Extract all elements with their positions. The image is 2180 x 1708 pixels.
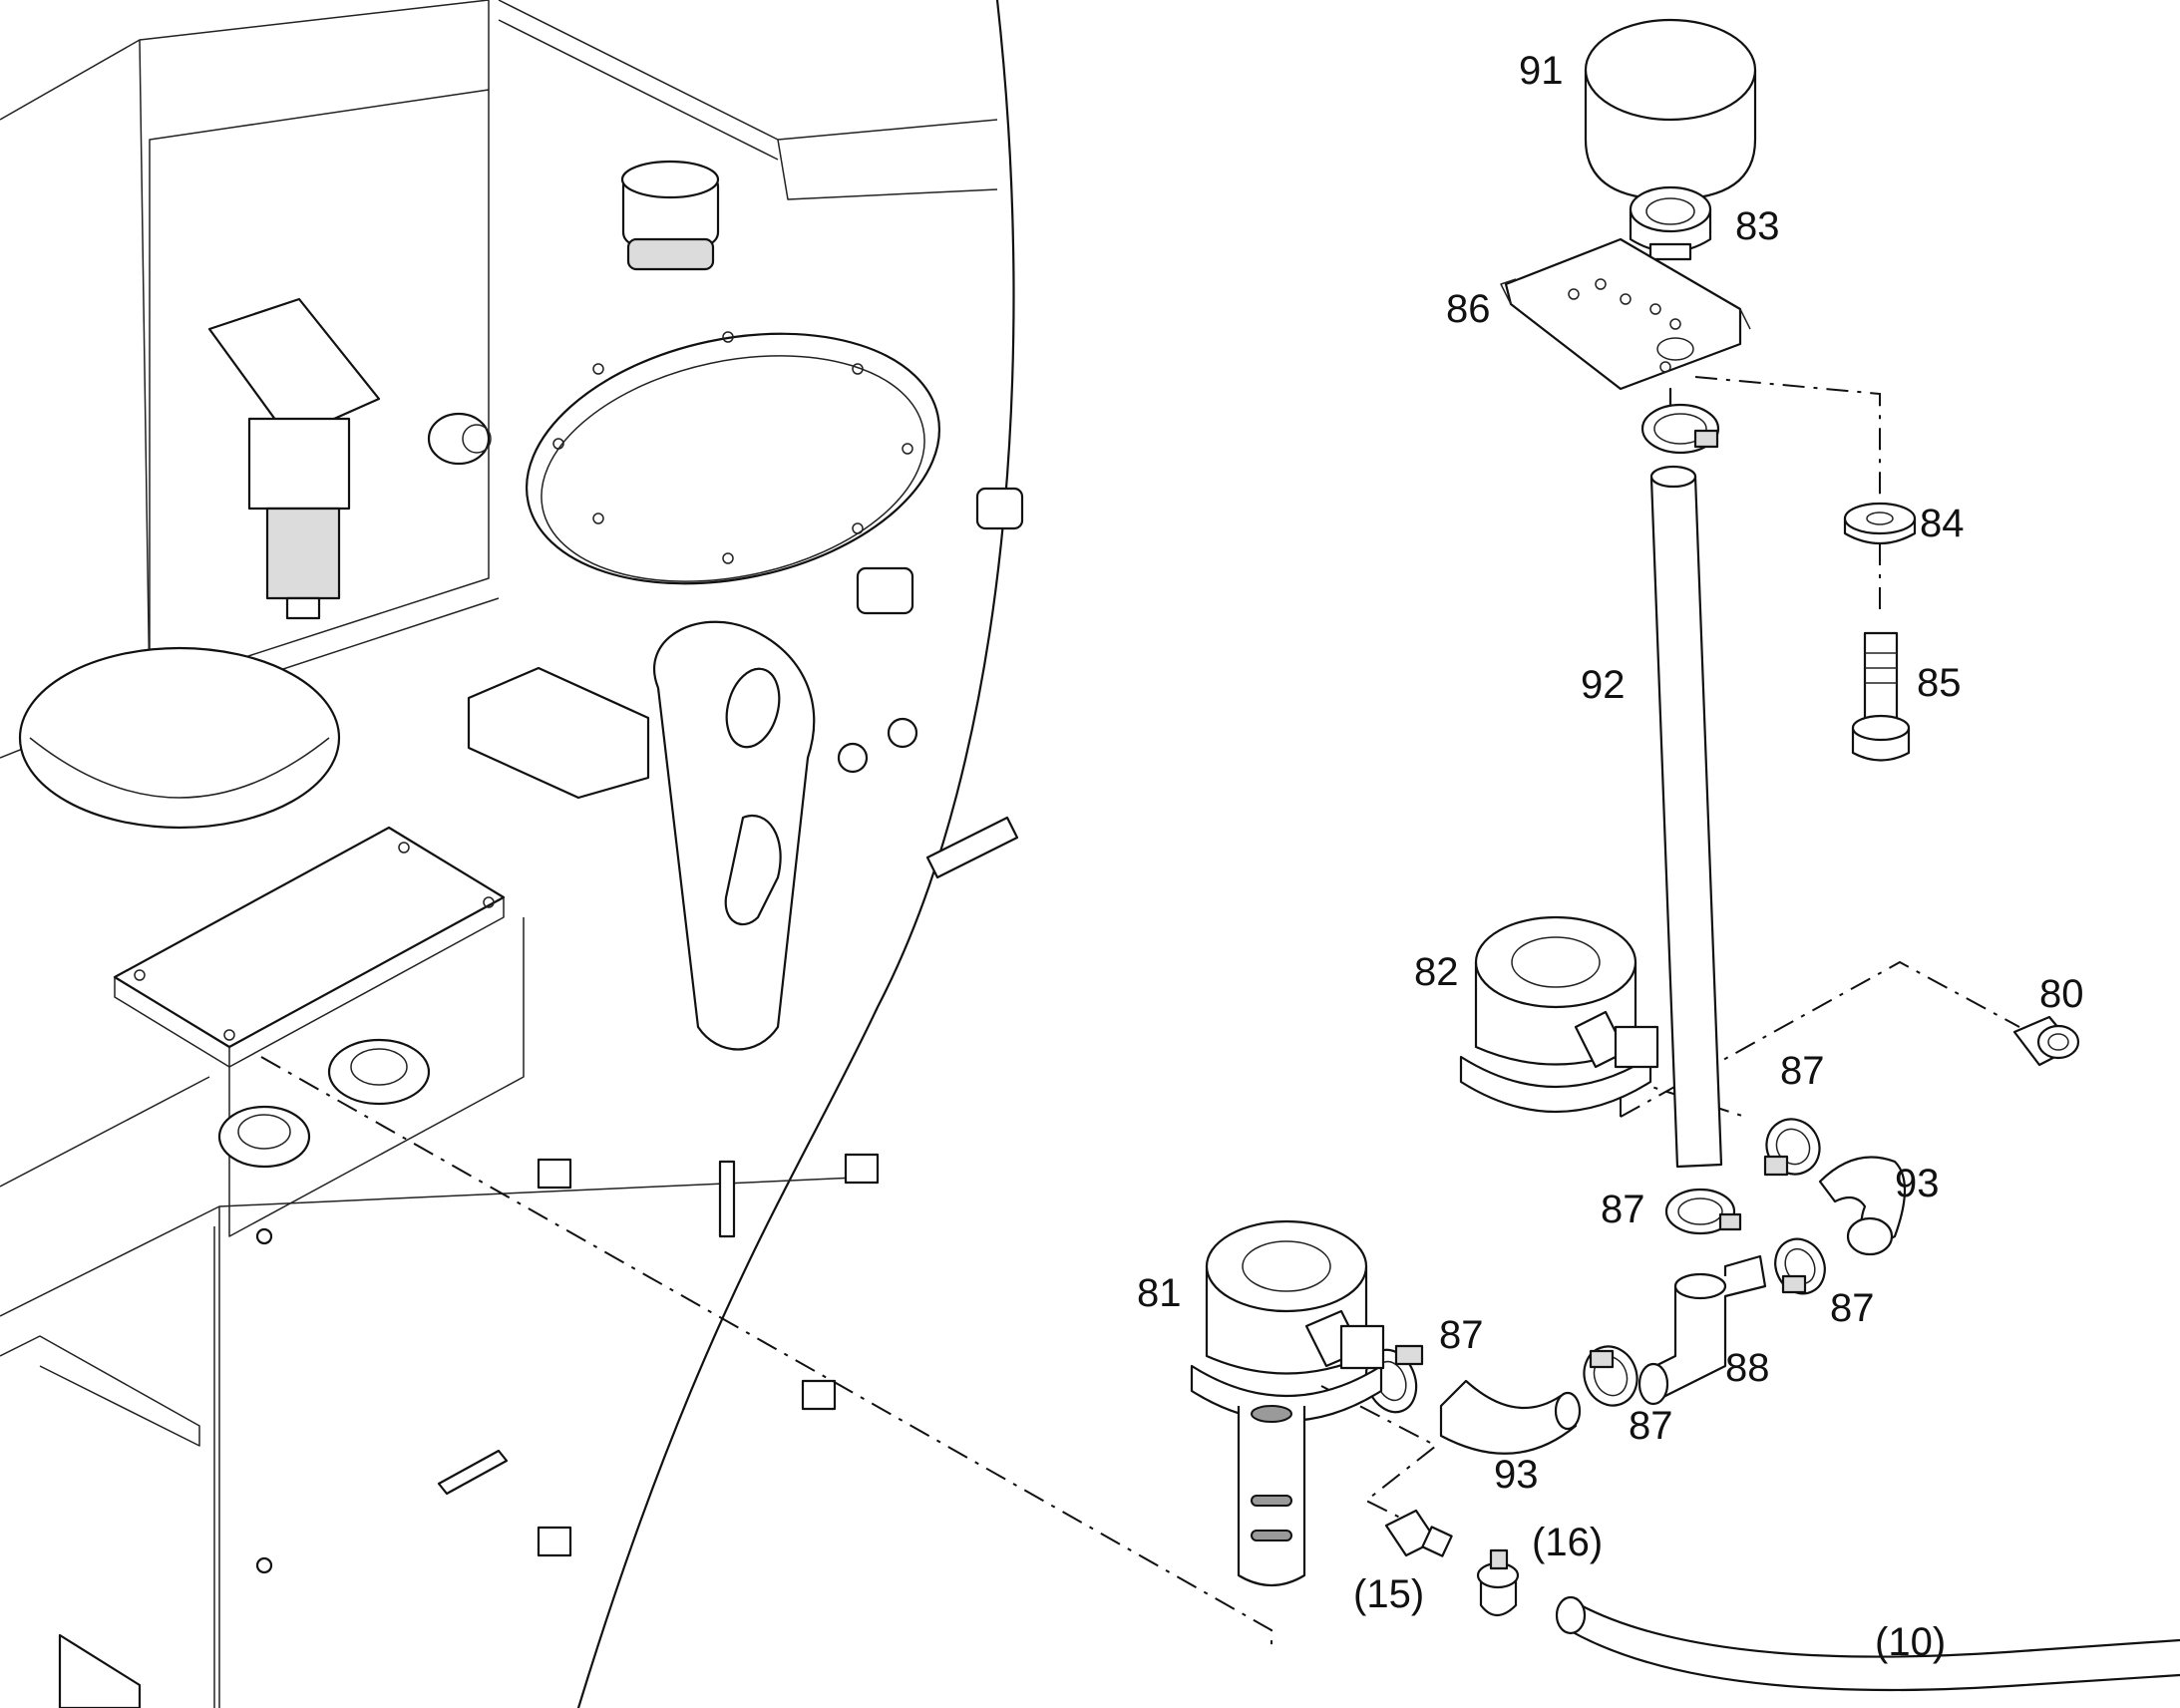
label-92: 92	[1581, 663, 1626, 707]
label-10: (10)	[1875, 1620, 1946, 1664]
label-80: 80	[2039, 972, 2084, 1016]
part-87-clamp-lower-middle	[1583, 1345, 1638, 1407]
filter-unit	[207, 297, 381, 620]
lifting-eye	[652, 620, 816, 1051]
label-87-c: 87	[1830, 1286, 1875, 1330]
label-85: 85	[1917, 661, 1962, 705]
part-93-elbow-upper	[1818, 1156, 1907, 1256]
breather-cap	[620, 160, 720, 271]
label-87-e: 87	[1629, 1404, 1673, 1448]
part-88-tee	[1637, 1254, 1767, 1406]
label-81: 81	[1137, 1271, 1182, 1315]
label-87-d: 87	[1439, 1313, 1484, 1357]
label-82: 82	[1414, 950, 1459, 994]
label-83: 83	[1735, 204, 1780, 248]
part-84-washer	[1843, 502, 1917, 544]
mounting-plate	[113, 826, 506, 1068]
label-84: 84	[1920, 502, 1965, 545]
part-82-switch	[1459, 915, 1659, 1113]
callout-labels: 91 83 86 84 92 85 82 80 87 93 87 87 81 8…	[1137, 49, 2084, 1664]
part-10-hose	[1555, 1595, 2180, 1692]
label-86: 86	[1446, 287, 1491, 331]
label-91: 91	[1519, 49, 1564, 93]
part-83-bushing	[1629, 185, 1712, 261]
part-86-bracket	[1500, 237, 1751, 391]
label-15: (15)	[1353, 1572, 1424, 1616]
part-80-screw	[2012, 1015, 2080, 1067]
part-87-clamp-middle	[1664, 1188, 1742, 1235]
part-16-clamp	[1476, 1548, 1520, 1617]
round-cover-plate	[525, 331, 941, 585]
machine-body-illustration	[0, 0, 1024, 1708]
part-85-bolt	[1851, 631, 1911, 762]
leader-lines	[260, 376, 2020, 1645]
part-87-clamp-upper-right	[1763, 1118, 1821, 1177]
label-88: 88	[1725, 1346, 1770, 1390]
part-93-elbow-lower	[1439, 1379, 1582, 1455]
part-92-tube	[1649, 465, 1723, 1169]
part-87-clamp-lower-right	[1774, 1237, 1826, 1295]
part-87-clamp-top	[1640, 403, 1720, 455]
part-15-fitting	[1384, 1509, 1453, 1557]
label-16: (16)	[1532, 1521, 1603, 1564]
label-87-b: 87	[1601, 1188, 1645, 1231]
label-93-b: 93	[1494, 1453, 1539, 1497]
part-81-switch	[1190, 1219, 1385, 1586]
label-93-a: 93	[1895, 1162, 1940, 1205]
part-91-knob	[1584, 18, 1757, 201]
label-87-a: 87	[1780, 1049, 1825, 1093]
